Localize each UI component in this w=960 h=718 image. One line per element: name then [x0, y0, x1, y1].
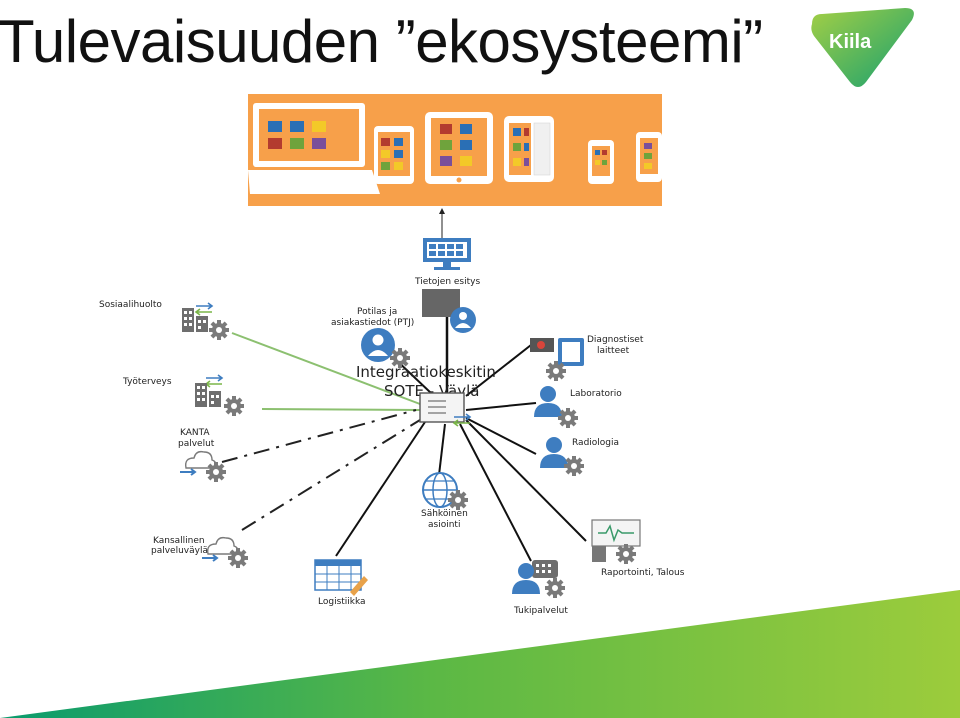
- gear-icon: [545, 578, 565, 598]
- phone-icon: [532, 560, 558, 578]
- gear-icon: [228, 548, 248, 568]
- label-radiologia: Radiologia: [572, 438, 619, 448]
- node-kansallinen: Kansallinen palveluväylä: [151, 536, 248, 568]
- tablet-large-icon: [425, 112, 493, 184]
- label-raportointi: Raportointi, Talous: [601, 568, 685, 578]
- exchange-arrows-icon: [195, 302, 213, 316]
- node-diagnostiset: Diagnostiset laitteet: [530, 335, 644, 381]
- node-raportointi: Raportointi, Talous: [591, 519, 685, 578]
- node-tietojen-esitys: Tietojen esitys: [414, 238, 480, 333]
- label-laboratorio: Laboratorio: [570, 389, 622, 399]
- building-icon: [195, 383, 221, 407]
- phone-icon: [504, 116, 662, 184]
- node-laboratorio: Laboratorio: [534, 386, 622, 428]
- node-potilastiedot: Potilas ja asiakastiedot (PTJ): [331, 307, 414, 368]
- label-sahkoinen-1: Sähköinen: [421, 509, 468, 519]
- spreadsheet-icon: [314, 559, 368, 596]
- label-tukipalvelut: Tukipalvelut: [513, 606, 568, 616]
- label-diagnostiset-1: Diagnostiset: [587, 335, 644, 345]
- kiila-logo: Kiila: [811, 8, 914, 87]
- node-radiologia: Radiologia: [540, 437, 619, 476]
- exchange-arrows-icon: [205, 374, 223, 388]
- gear-icon: [558, 408, 578, 428]
- node-tyoterveys: Työterveys: [122, 374, 244, 416]
- laptop-icon: [248, 103, 380, 194]
- gear-icon: [224, 396, 244, 416]
- node-kanta: KANTA palvelut: [178, 428, 226, 482]
- label-kansallinen-1: Kansallinen: [153, 536, 205, 546]
- slide-title: Tulevaisuuden ”ekosysteemi”: [0, 8, 763, 75]
- person-icon: [540, 437, 568, 468]
- monitor-icon: [423, 238, 471, 270]
- label-kanta-2: palvelut: [178, 439, 215, 449]
- node-sosiaalihuolto: Sosiaalihuolto: [99, 300, 229, 340]
- label-potilas-2: asiakastiedot (PTJ): [331, 318, 414, 328]
- label-tyoterveys: Työterveys: [122, 377, 172, 387]
- node-tukipalvelut: Tukipalvelut: [512, 560, 568, 616]
- gear-icon: [448, 490, 468, 510]
- label-sahkoinen-2: asiointi: [428, 520, 460, 530]
- label-kansallinen-2: palveluväylä: [151, 546, 208, 556]
- gear-icon: [564, 456, 584, 476]
- gear-icon: [206, 462, 226, 482]
- node-logistiikka: Logistiikka: [314, 559, 368, 607]
- hub-label-line1: Integraatiokeskitin: [356, 363, 496, 381]
- gear-icon: [390, 348, 410, 368]
- gear-icon: [616, 544, 636, 564]
- logo-text: Kiila: [829, 31, 872, 53]
- node-sahkoinen-asiointi: Sähköinen asiointi: [421, 472, 468, 530]
- person-icon: [534, 386, 562, 417]
- decorative-green-band: [0, 590, 960, 718]
- label-sosiaalihuolto: Sosiaalihuolto: [99, 300, 162, 310]
- gear-icon: [209, 320, 229, 340]
- gear-icon: [546, 361, 566, 381]
- label-logistiikka: Logistiikka: [318, 597, 366, 607]
- label-potilas-1: Potilas ja: [357, 307, 397, 317]
- label-kanta-1: KANTA: [180, 428, 210, 438]
- devices-banner: [248, 94, 662, 206]
- tablet-small-icon: [374, 126, 414, 184]
- label-tietojen-esitys: Tietojen esitys: [414, 277, 480, 287]
- integration-hub: Integraatiokeskitin SOTE - Väylä: [356, 363, 496, 427]
- label-diagnostiset-2: laitteet: [597, 346, 630, 356]
